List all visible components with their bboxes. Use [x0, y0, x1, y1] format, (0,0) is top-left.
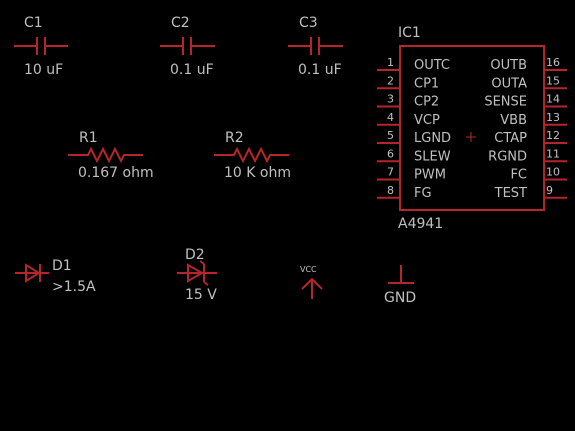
vcc-arrow: [301, 277, 323, 299]
vcc-label: VCC: [300, 265, 317, 274]
ic-pin-number: 2: [387, 74, 394, 87]
ic-pin-name: LGND: [414, 131, 451, 146]
resistor-ref: R1: [79, 130, 98, 146]
ic-a4941[interactable]: IC1 1 OUTC 2 CP1 3 CP2 4 VCP 5 LGND 6 SLEW 7 PWM 8 FG 16…: [377, 25, 567, 232]
resistor-r1[interactable]: R1 0.167 ohm: [68, 130, 154, 181]
capacitor-c3[interactable]: C3 0.1 uF: [288, 15, 343, 78]
ic-pin-name: PWM: [414, 168, 446, 183]
ic-pin-name: CP2: [414, 95, 439, 110]
capacitor-symbol: [160, 37, 215, 55]
capacitor-value: 0.1 uF: [298, 62, 342, 78]
ic-pin-number: 7: [387, 166, 394, 179]
vcc-symbol[interactable]: VCC: [300, 265, 323, 299]
ic-pin-number: 5: [387, 129, 394, 142]
ic-pin-number: 12: [546, 129, 560, 142]
resistor-value: 10 K ohm: [224, 165, 291, 181]
ic-pin-number: 16: [546, 56, 560, 69]
diode-ref: D2: [185, 247, 205, 263]
ic-part: A4941: [398, 216, 443, 232]
ic-pin-number: 4: [387, 111, 394, 124]
gnd-symbol[interactable]: GND: [384, 265, 416, 306]
ic-pin-number: 15: [546, 74, 560, 87]
ic-pin-number: 11: [546, 147, 560, 160]
gnd-bar: [388, 265, 414, 284]
ic-pin-name: VCP: [414, 113, 440, 128]
ic-pin-number: 13: [546, 111, 560, 124]
capacitor-c2[interactable]: C2 0.1 uF: [160, 15, 215, 78]
ic-pin-name: FC: [510, 168, 527, 183]
capacitor-value: 0.1 uF: [170, 62, 214, 78]
capacitor-value: 10 uF: [24, 62, 63, 78]
ic-pin-name: TEST: [494, 186, 527, 201]
resistor-value: 0.167 ohm: [78, 165, 154, 181]
ic-pin-name: RGND: [488, 149, 527, 164]
resistor-symbol: [68, 146, 143, 164]
ic-pin-number: 6: [387, 147, 394, 160]
zener-diode-symbol: [177, 260, 217, 286]
ic-pin-name: CTAP: [494, 131, 527, 146]
ic-ref: IC1: [398, 25, 421, 41]
gnd-label: GND: [384, 290, 416, 306]
diode-symbol: [15, 263, 49, 283]
diode-value: >1.5A: [52, 279, 96, 295]
ic-pin-number: 8: [387, 184, 394, 197]
ic-pin-number: 9: [546, 184, 553, 197]
diode-ref: D1: [52, 258, 72, 274]
ic-pin-name: OUTB: [490, 58, 527, 73]
ic-pin-name: CP1: [414, 76, 439, 91]
ic-pin-name: OUTC: [414, 58, 450, 73]
capacitor-symbol: [288, 37, 343, 55]
zener-diode-d2[interactable]: D2 15 V: [177, 247, 217, 303]
ic-pin-name: SENSE: [484, 95, 527, 110]
capacitor-c1[interactable]: C1 10 uF: [14, 15, 68, 78]
ic-pin-number: 3: [387, 93, 394, 106]
ic-pin-name: SLEW: [414, 149, 451, 164]
capacitor-ref: C2: [171, 15, 190, 31]
ic-body: [399, 45, 545, 211]
resistor-r2[interactable]: R2 10 K ohm: [214, 130, 291, 181]
diode-value: 15 V: [185, 287, 217, 303]
ic-pin-number: 10: [546, 166, 560, 179]
ic-origin-cross: [466, 132, 476, 142]
capacitor-symbol: [14, 37, 68, 55]
ic-pin-number: 1: [387, 56, 394, 69]
ic-pin-name: VBB: [500, 113, 527, 128]
ic-pin-name: OUTA: [491, 76, 527, 91]
ic-pin-number: 14: [546, 93, 560, 106]
resistor-ref: R2: [225, 130, 244, 146]
capacitor-ref: C3: [299, 15, 318, 31]
capacitor-ref: C1: [24, 15, 43, 31]
diode-d1[interactable]: D1 >1.5A: [15, 258, 96, 295]
ic-pin-name: FG: [414, 186, 432, 201]
resistor-symbol: [214, 146, 289, 164]
